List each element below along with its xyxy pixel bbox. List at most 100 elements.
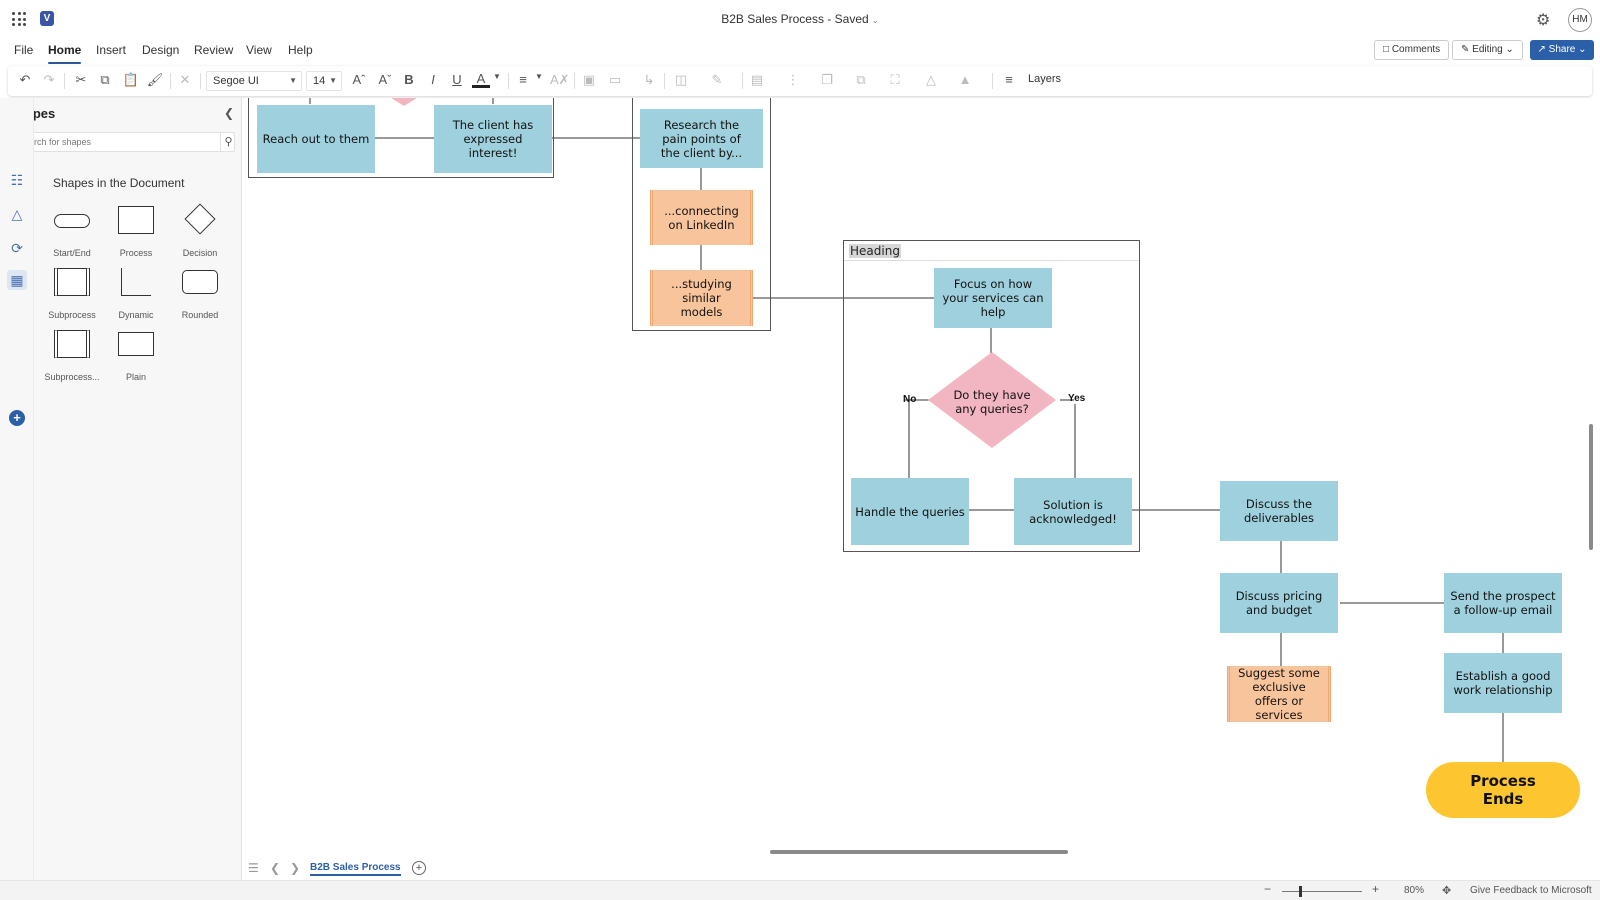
tab-insert[interactable]: Insert	[96, 43, 127, 57]
process-client-interest[interactable]: The client has expressed interest!	[434, 105, 552, 173]
heading-text[interactable]: Heading	[849, 244, 901, 258]
gear-icon[interactable]: ⚙	[1536, 12, 1551, 29]
chevron-down-icon[interactable]: ▼	[535, 72, 543, 81]
style-icon[interactable]: △	[926, 72, 936, 87]
chevron-left-icon[interactable]: ❮	[270, 861, 281, 875]
basic-shapes-category-icon[interactable]: △	[11, 206, 23, 222]
process-discuss-deliverables[interactable]: Discuss the deliverables	[1220, 481, 1338, 541]
bold-icon[interactable]: B	[404, 72, 414, 87]
drawing-canvas[interactable]: Heading Reach out to them The client has…	[242, 98, 1592, 846]
align-icon[interactable]: ≡	[519, 72, 527, 87]
subprocess-linkedin[interactable]: ...connecting on LinkedIn	[650, 190, 753, 245]
process-focus-services[interactable]: Focus on how your services can help	[934, 268, 1052, 328]
copy-icon[interactable]: ⧉	[100, 72, 110, 87]
flip-icon[interactable]: ▲	[958, 72, 972, 87]
heading-container[interactable]	[843, 240, 1140, 552]
font-name-dropdown[interactable]: Segoe UI▼	[206, 71, 302, 91]
connector-icon[interactable]: ↳	[643, 72, 655, 87]
container-outline[interactable]	[632, 98, 771, 331]
zoom-slider-thumb[interactable]	[1299, 886, 1302, 897]
clear-format-icon[interactable]: A✗	[550, 72, 570, 87]
text-box-icon[interactable]: ▣	[582, 72, 596, 87]
document-shapes-category-icon[interactable]: ▦	[7, 270, 27, 290]
underline-icon[interactable]: U	[452, 72, 462, 87]
add-page-icon[interactable]: +	[412, 861, 426, 875]
flowchart-category-icon[interactable]: ☷	[10, 172, 24, 188]
horizontal-scrollbar[interactable]	[770, 850, 1068, 854]
cut-icon[interactable]: ✂	[75, 72, 87, 87]
shape-decision[interactable]: Decision	[168, 203, 232, 260]
process-research-pain-points[interactable]: Research the pain points of the client b…	[640, 109, 763, 168]
chevron-right-icon[interactable]: ❯	[290, 861, 301, 875]
title-separator: -	[827, 12, 832, 26]
line-color-icon[interactable]: ✎	[711, 72, 723, 87]
shape-icon[interactable]: ▭	[608, 72, 622, 87]
tab-home[interactable]: Home	[48, 43, 82, 64]
vertical-scrollbar[interactable]	[1589, 424, 1593, 550]
zoom-level[interactable]: 80%	[1404, 885, 1425, 896]
grow-font-icon[interactable]: Aˆ	[352, 72, 366, 87]
zoom-out-icon[interactable]: −	[1264, 882, 1272, 896]
chevron-left-icon[interactable]: ❮	[224, 106, 235, 120]
decision-shape-partial[interactable]	[388, 98, 428, 108]
tab-file[interactable]: File	[14, 43, 34, 57]
format-painter-icon[interactable]: 🖌	[146, 72, 164, 87]
process-follow-up-email[interactable]: Send the prospect a follow-up email	[1444, 573, 1562, 633]
subprocess-exclusive-offers[interactable]: Suggest some exclusive offers or service…	[1227, 666, 1331, 722]
page-tab-b2b-sales-process[interactable]: B2B Sales Process	[310, 862, 401, 876]
delete-icon[interactable]: ✕	[179, 72, 191, 87]
italic-icon[interactable]: I	[431, 72, 435, 87]
add-shapes-icon[interactable]: +	[9, 410, 25, 426]
zoom-in-icon[interactable]: +	[1372, 882, 1380, 896]
font-size-dropdown[interactable]: 14▼	[306, 71, 342, 91]
search-icon[interactable]: ⚲	[220, 133, 236, 151]
end-process-ends[interactable]: Process Ends	[1426, 762, 1580, 818]
container-outline[interactable]	[248, 98, 554, 178]
shape-plain[interactable]: Plain	[104, 328, 168, 384]
chevron-down-icon[interactable]: ▼	[493, 72, 501, 81]
process-solution-acknowledged[interactable]: Solution is acknowledged!	[1014, 478, 1132, 545]
arrange-icon[interactable]: ⋮	[786, 72, 800, 87]
shape-rounded[interactable]: Rounded	[168, 266, 232, 322]
tab-review[interactable]: Review	[194, 43, 234, 57]
editing-mode-button[interactable]: ✎ Editing ⌄	[1452, 40, 1523, 60]
size-icon[interactable]: ⛶	[890, 72, 900, 87]
shrink-font-icon[interactable]: Aˇ	[378, 72, 392, 87]
app-launcher-icon[interactable]	[12, 12, 26, 26]
undo-icon[interactable]: ↶	[19, 72, 31, 87]
position-icon[interactable]: ▤	[750, 72, 764, 87]
process-work-relationship[interactable]: Establish a good work relationship	[1444, 653, 1562, 713]
paste-icon[interactable]: 📋	[122, 72, 140, 87]
shape-subprocess[interactable]: Subprocess	[40, 266, 104, 322]
share-button[interactable]: ↗ Share ⌄	[1530, 40, 1594, 60]
document-title[interactable]: B2B Sales Process - Saved ⌄	[0, 12, 1600, 26]
tab-view[interactable]: View	[246, 43, 272, 57]
fit-to-window-icon[interactable]: ✥	[1442, 885, 1452, 897]
fill-icon[interactable]: ◫	[674, 72, 688, 87]
process-discuss-pricing[interactable]: Discuss pricing and budget	[1220, 573, 1338, 633]
comments-button[interactable]: □ Comments	[1374, 40, 1450, 60]
shape-start-end[interactable]: Start/End	[40, 204, 104, 260]
decision-queries-shape[interactable]	[928, 352, 1056, 448]
shapes-search-input[interactable]: Search for shapes ⚲	[9, 132, 235, 152]
process-reach-out[interactable]: Reach out to them	[257, 105, 375, 173]
font-color-icon[interactable]: A	[472, 72, 490, 88]
tab-help[interactable]: Help	[288, 43, 313, 57]
pages-list-icon[interactable]: ☰	[248, 861, 259, 875]
layers-button[interactable]: Layers	[1028, 73, 1062, 85]
shape-dynamic[interactable]: Dynamic	[104, 266, 168, 322]
connectors-layer	[309, 98, 1504, 762]
layers-icon[interactable]: ≡	[1005, 72, 1013, 87]
avatar[interactable]: HM	[1568, 8, 1592, 32]
group-icon[interactable]: ❐	[821, 72, 833, 87]
bring-forward-icon[interactable]: ⧉	[856, 72, 866, 87]
recent-shapes-category-icon[interactable]: ⟳	[11, 240, 23, 256]
redo-icon[interactable]: ↷	[43, 72, 55, 87]
tab-design[interactable]: Design	[142, 43, 180, 57]
subprocess-similar-models[interactable]: ...studying similar models	[650, 270, 753, 326]
zoom-slider[interactable]	[1282, 891, 1362, 892]
shape-subprocess-variant[interactable]: Subprocess...	[40, 328, 104, 384]
feedback-link[interactable]: Give Feedback to Microsoft	[1470, 885, 1592, 896]
process-handle-queries[interactable]: Handle the queries	[851, 478, 969, 545]
shape-process[interactable]: Process	[104, 204, 168, 260]
